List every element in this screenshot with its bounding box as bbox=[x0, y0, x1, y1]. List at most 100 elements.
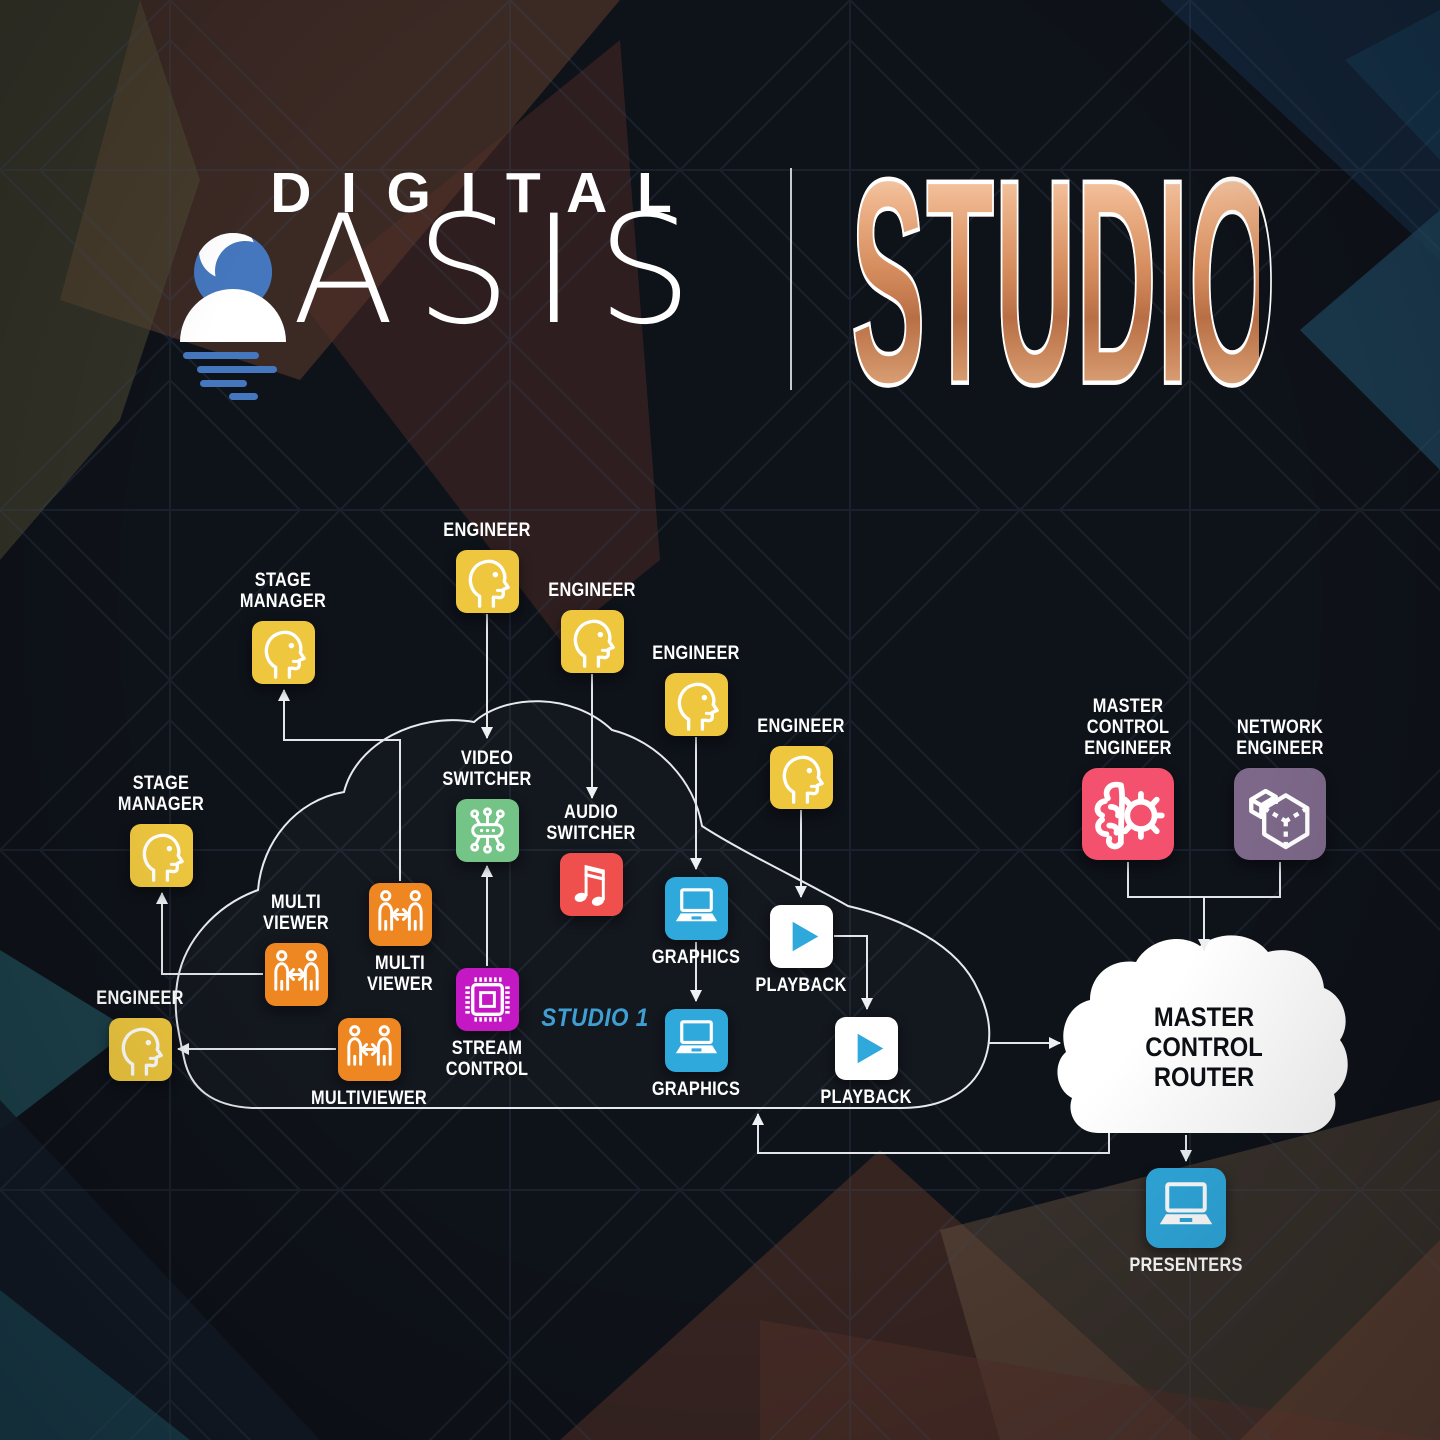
network-engineer-label-line: NETWORK bbox=[1236, 717, 1324, 738]
router-label-line2: CONTROL ROUTER bbox=[1145, 1032, 1263, 1092]
connector-master-control-engineer-to-network-engineer bbox=[1127, 862, 1281, 898]
master-control-engineer-tile bbox=[1082, 768, 1174, 860]
studio-cloud bbox=[174, 700, 991, 1109]
brand-word-asis: ASIS bbox=[292, 184, 714, 358]
network-engineer-tile bbox=[1234, 768, 1326, 860]
connector-multi-viewer-1-to-stage-manager-1 bbox=[278, 689, 401, 881]
audio-switcher-tile bbox=[559, 852, 623, 916]
stage-manager-2-label-line: STAGE bbox=[132, 772, 190, 794]
video-switcher-label-line: SWITCHER bbox=[442, 768, 532, 790]
playback-1-tile bbox=[769, 904, 833, 968]
multi-viewer-1-tile bbox=[368, 882, 432, 946]
playback-2-tile bbox=[834, 1016, 898, 1080]
engineer-2-tile bbox=[560, 609, 624, 673]
stream-control-tile bbox=[455, 967, 519, 1031]
master-control-engineer-label-line: ENGINEER bbox=[1084, 738, 1172, 759]
head-icon bbox=[109, 1018, 172, 1081]
playback-1-label-line: PLAYBACK bbox=[755, 974, 847, 996]
laptop-icon bbox=[1146, 1168, 1226, 1248]
video-switcher-label-line: VIDEO bbox=[460, 747, 514, 769]
master-control-engineer-label-line: MASTER bbox=[1092, 696, 1164, 717]
engineer-2-label-line: ENGINEER bbox=[548, 579, 636, 601]
presenters-label-line: PRESENTERS bbox=[1129, 1255, 1243, 1276]
brain-gear-icon bbox=[1082, 768, 1174, 860]
people-arrows-icon bbox=[338, 1018, 401, 1081]
engineer-4-tile bbox=[769, 745, 833, 809]
playback-2-label-line: PLAYBACK bbox=[820, 1086, 912, 1108]
music-note-icon bbox=[560, 853, 623, 916]
engineer-4-label: ENGINEER bbox=[698, 716, 904, 737]
graphics-2-label-line: GRAPHICS bbox=[651, 1078, 741, 1100]
graphics-1-tile bbox=[664, 876, 728, 940]
stream-control-label-line: STREAM bbox=[451, 1037, 523, 1059]
graphics-1-label-line: GRAPHICS bbox=[651, 946, 741, 968]
stage-manager-1-label-line: MANAGER bbox=[239, 590, 327, 612]
multi-viewer-2-tile bbox=[264, 942, 328, 1006]
engineer-3-tile bbox=[664, 672, 728, 736]
logo-divider bbox=[790, 168, 792, 390]
master-control-engineer-label-line: CONTROL bbox=[1086, 717, 1170, 738]
engineer-3-label: ENGINEER bbox=[593, 643, 799, 664]
video-switcher-tile bbox=[455, 798, 519, 862]
brand-word-digital: DIGITAL bbox=[270, 161, 702, 225]
stream-control-label-line: CONTROL bbox=[445, 1058, 529, 1080]
multi-viewer-1-label-line: VIEWER bbox=[366, 973, 434, 995]
connector-playback-1-to-playback-2 bbox=[834, 935, 873, 1010]
multi-viewer-2-label-line: VIEWER bbox=[262, 912, 330, 934]
studio-1-label: STUDIO 1 bbox=[541, 1004, 649, 1032]
graphics-2-tile bbox=[664, 1008, 728, 1072]
engineer-1-label: ENGINEER bbox=[384, 520, 590, 541]
head-icon bbox=[130, 824, 193, 887]
stage-manager-2-label-line: MANAGER bbox=[117, 793, 205, 815]
audio-switcher-label-line: SWITCHER bbox=[546, 822, 636, 844]
play-icon bbox=[770, 905, 833, 968]
multiviewer-3-label: MULTIVIEWER bbox=[266, 1088, 472, 1109]
people-arrows-icon bbox=[265, 943, 328, 1006]
graphics-2-label: GRAPHICS bbox=[593, 1079, 799, 1100]
master-control-router-label: MASTER CONTROL ROUTER bbox=[1098, 1002, 1309, 1092]
connector-master-control-router-to-studio-cloud bbox=[752, 1113, 1110, 1154]
engineer-1-label-line: ENGINEER bbox=[443, 519, 531, 541]
multi-viewer-1-label-line: MULTI bbox=[374, 952, 425, 974]
router-label-line1: MASTER bbox=[1153, 1002, 1255, 1032]
presenters-tile bbox=[1146, 1168, 1226, 1248]
audio-switcher-label-line: AUDIO bbox=[564, 801, 618, 823]
network-engineer-label-line: ENGINEER bbox=[1236, 738, 1324, 759]
engineer-2-label: ENGINEER bbox=[489, 580, 695, 601]
chip-icon bbox=[456, 968, 519, 1031]
engineer-4-label-line: ENGINEER bbox=[757, 715, 845, 737]
master-control-router-cloud bbox=[1057, 935, 1348, 1133]
playback-2-label: PLAYBACK bbox=[763, 1087, 969, 1108]
head-icon bbox=[770, 746, 833, 809]
playback-1-label: PLAYBACK bbox=[698, 975, 904, 996]
stage-manager-2-tile bbox=[129, 823, 193, 887]
product-title-studio: STUDIO bbox=[850, 119, 1277, 445]
multiviewer-3-tile bbox=[337, 1017, 401, 1081]
stage-manager-1-tile bbox=[251, 620, 315, 684]
connector-multi-viewer-2-to-stage-manager-2 bbox=[156, 892, 263, 975]
multiviewer-3-label-line: MULTIVIEWER bbox=[310, 1087, 427, 1109]
cubes-icon bbox=[1234, 768, 1326, 860]
multi-viewer-2-label-line: MULTI bbox=[270, 891, 321, 913]
play-icon bbox=[835, 1017, 898, 1080]
engineer-1-tile bbox=[455, 549, 519, 613]
graphics-1-label: GRAPHICS bbox=[593, 947, 799, 968]
presenters-label: PRESENTERS bbox=[1083, 1255, 1289, 1276]
engineer-5-label-line: ENGINEER bbox=[96, 987, 184, 1009]
engineer-3-label-line: ENGINEER bbox=[652, 642, 740, 664]
engineer-5-label: ENGINEER bbox=[37, 988, 243, 1009]
stage-manager-1-label-line: STAGE bbox=[254, 569, 312, 591]
engineer-5-tile bbox=[108, 1017, 172, 1081]
head-icon bbox=[252, 621, 315, 684]
